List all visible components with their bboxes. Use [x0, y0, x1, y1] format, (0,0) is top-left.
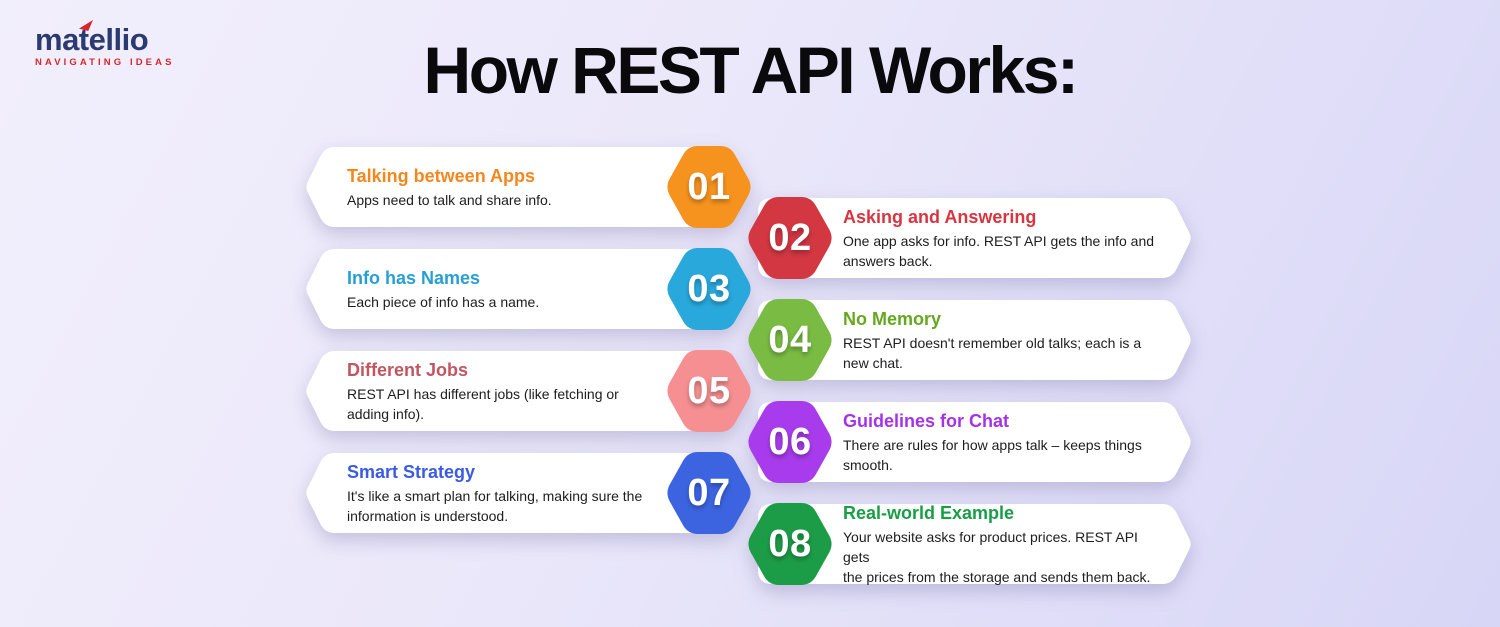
- step-card-04: No Memory REST API doesn't remember old …: [748, 299, 1192, 381]
- step-description: Apps need to talk and share info.: [347, 191, 552, 208]
- step-badge-hexagon: 06: [746, 401, 834, 483]
- step-description: There are rules for how apps talk – keep…: [843, 436, 1142, 473]
- card-text: Smart Strategy It's like a smart plan fo…: [305, 453, 723, 533]
- step-badge-hexagon: 05: [665, 350, 753, 432]
- step-description: Each piece of info has a name.: [347, 293, 540, 310]
- card-shape: [758, 300, 1191, 380]
- step-description: It's like a smart plan for talking, maki…: [347, 487, 643, 524]
- card-text: Talking between Apps Apps need to talk a…: [305, 147, 723, 227]
- card-shape: [758, 504, 1191, 584]
- step-number: 01: [687, 165, 731, 208]
- step-number: 02: [768, 216, 812, 259]
- step-badge-hexagon: 03: [665, 248, 753, 330]
- step-title: Different Jobs: [347, 359, 469, 380]
- step-number: 05: [687, 369, 731, 412]
- step-title: Smart Strategy: [347, 461, 476, 482]
- card-shape: [306, 249, 723, 329]
- card-text: Different Jobs REST API has different jo…: [305, 351, 723, 431]
- step-description: REST API doesn't remember old talks; eac…: [843, 334, 1142, 371]
- step-title: Asking and Answering: [843, 206, 1037, 227]
- card-shape: [306, 351, 723, 431]
- card-text: Guidelines for Chat There are rules for …: [758, 402, 1192, 482]
- step-badge-hexagon: 07: [665, 452, 753, 534]
- matellio-logo: matellio NAVIGATING IDEAS: [35, 20, 175, 68]
- card-shape: [306, 453, 723, 533]
- card-text: Asking and Answering One app asks for in…: [758, 198, 1192, 278]
- step-title: Real-world Example: [843, 502, 1015, 523]
- card-text: No Memory REST API doesn't remember old …: [758, 300, 1192, 380]
- step-card-02: Asking and Answering One app asks for in…: [748, 197, 1192, 279]
- step-title: No Memory: [843, 308, 942, 329]
- step-badge-hexagon: 01: [665, 146, 753, 228]
- logo-flag-icon: [79, 20, 93, 31]
- step-description: Your website asks for product prices. RE…: [843, 528, 1151, 585]
- step-badge-hexagon: 04: [746, 299, 834, 381]
- step-number: 06: [768, 420, 812, 463]
- step-title: Guidelines for Chat: [843, 410, 1010, 431]
- card-shape: [758, 198, 1191, 278]
- step-description: One app asks for info. REST API gets the…: [843, 232, 1155, 269]
- step-card-03: Info has Names Each piece of info has a …: [305, 248, 751, 330]
- step-card-01: Talking between Apps Apps need to talk a…: [305, 146, 751, 228]
- step-card-08: Real-world Example Your website asks for…: [748, 502, 1192, 585]
- step-badge-hexagon: 02: [746, 197, 834, 279]
- step-card-07: Smart Strategy It's like a smart plan fo…: [305, 452, 751, 534]
- step-title: Talking between Apps: [347, 165, 536, 186]
- step-number: 08: [768, 522, 812, 565]
- card-shape: [758, 402, 1191, 482]
- step-number: 03: [687, 267, 731, 310]
- logo-wordmark: matellio: [35, 20, 149, 57]
- card-text: Info has Names Each piece of info has a …: [305, 249, 723, 329]
- page-title: How REST API Works:: [423, 33, 1079, 107]
- step-number: 04: [768, 318, 812, 361]
- step-number: 07: [687, 471, 731, 514]
- card-text: Real-world Example Your website asks for…: [758, 502, 1192, 585]
- step-description: REST API has different jobs (like fetchi…: [347, 385, 619, 422]
- logo-tagline: NAVIGATING IDEAS: [35, 57, 175, 68]
- step-card-05: Different Jobs REST API has different jo…: [305, 350, 751, 432]
- step-badge-hexagon: 08: [746, 503, 834, 585]
- step-card-06: Guidelines for Chat There are rules for …: [748, 401, 1192, 483]
- card-shape: [306, 147, 723, 227]
- step-title: Info has Names: [347, 267, 481, 288]
